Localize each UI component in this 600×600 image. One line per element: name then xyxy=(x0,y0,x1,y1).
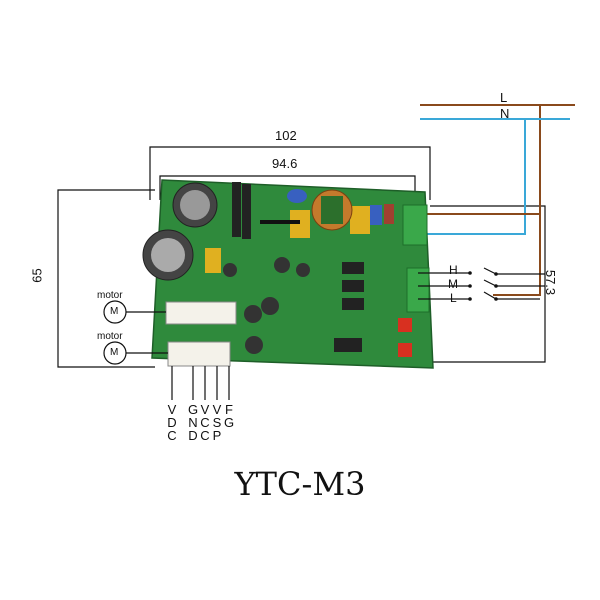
power-N-label: N xyxy=(500,106,510,121)
pin-vdc-char-2: D xyxy=(167,415,177,430)
line-N-wire xyxy=(418,118,570,235)
capacitor-top-2 xyxy=(151,238,185,272)
elec-cap-4 xyxy=(261,297,279,315)
white-connector-1 xyxy=(165,301,237,325)
elec-cap-2 xyxy=(274,257,290,273)
motor-1-label: motor xyxy=(97,290,123,301)
switch-L-contact-2 xyxy=(494,297,498,301)
power-lines xyxy=(418,104,575,296)
pin-vsp-char-3: P xyxy=(212,428,222,443)
model-title: YTC-M3 xyxy=(234,465,366,503)
dim-outer-width: 102 xyxy=(275,128,297,143)
elec-cap-6 xyxy=(245,336,263,354)
relay-3 xyxy=(342,298,364,310)
motor-1-symbol: M xyxy=(110,306,119,317)
pin-vdc-char-3: C xyxy=(167,428,177,443)
motor-2-symbol: M xyxy=(110,347,119,358)
motor-2-label: motor xyxy=(97,331,123,342)
blue-cap xyxy=(370,205,382,225)
dim-inner-width: 94.6 xyxy=(272,156,298,171)
ic-chip xyxy=(334,338,362,352)
switch-L-wire xyxy=(418,291,540,300)
switch-M-contact-2 xyxy=(494,284,498,288)
switch-H-contact-2 xyxy=(494,272,498,276)
pin-vcc-char-1: V xyxy=(200,402,210,417)
mosfet-1 xyxy=(232,182,241,237)
motor-symbols xyxy=(103,300,168,365)
pin-fg-char-2: G xyxy=(223,415,235,430)
red-fuse-1 xyxy=(398,318,412,332)
speed-switch-wires xyxy=(418,267,545,300)
dim-height: 65 xyxy=(29,268,45,283)
circuit-board xyxy=(142,179,434,369)
red-fuse-2 xyxy=(398,343,412,357)
connector-pin-wires xyxy=(171,366,230,400)
pin-vsp-char-1: V xyxy=(212,402,222,417)
pin-vcc-char-2: C xyxy=(200,415,210,430)
elec-cap-3 xyxy=(296,263,310,277)
pin-gnd-char-2: N xyxy=(188,415,198,430)
outer-width-line xyxy=(149,146,431,200)
height-line xyxy=(57,189,155,368)
switch-H-contact xyxy=(468,271,472,275)
mosfet-2 xyxy=(242,184,251,239)
yellow-cap-3 xyxy=(350,206,370,234)
switch-H-wire xyxy=(418,267,545,275)
green-terminal-top xyxy=(402,204,428,246)
elec-cap-5 xyxy=(244,305,262,323)
elec-cap-1 xyxy=(223,263,237,277)
white-connector-2 xyxy=(167,341,231,367)
switch-H-label: H xyxy=(449,263,458,277)
pin-vdc-char-1: V xyxy=(167,402,177,417)
inductor-core xyxy=(321,196,343,224)
pin-vsp-char-2: S xyxy=(212,415,222,430)
switch-M-contact xyxy=(468,284,472,288)
dim-right-height: 57.3 xyxy=(543,269,559,296)
line-L-wire xyxy=(420,104,575,296)
switch-M-wire xyxy=(418,279,545,287)
capacitor-top-1 xyxy=(180,190,210,220)
inner-width-line xyxy=(159,175,416,200)
pin-gnd-char-3: D xyxy=(188,428,198,443)
relay-2 xyxy=(342,280,364,292)
blue-disc-cap xyxy=(287,189,307,203)
relay-1 xyxy=(342,262,364,274)
pin-fg-char-1: F xyxy=(225,402,233,417)
pin-gnd-char-1: G xyxy=(187,402,199,417)
pin-vcc-char-3: C xyxy=(200,428,210,443)
right-height-line xyxy=(430,205,546,363)
switch-contacts xyxy=(468,271,498,301)
green-terminal-speed xyxy=(406,267,430,313)
switch-L-contact xyxy=(468,297,472,301)
switch-L-label: L xyxy=(450,291,457,305)
red-cap xyxy=(384,204,394,224)
power-L-label: L xyxy=(500,90,508,105)
dimension-lines xyxy=(57,146,546,368)
yellow-cap-2 xyxy=(205,248,221,273)
switch-M-label: M xyxy=(448,277,458,291)
